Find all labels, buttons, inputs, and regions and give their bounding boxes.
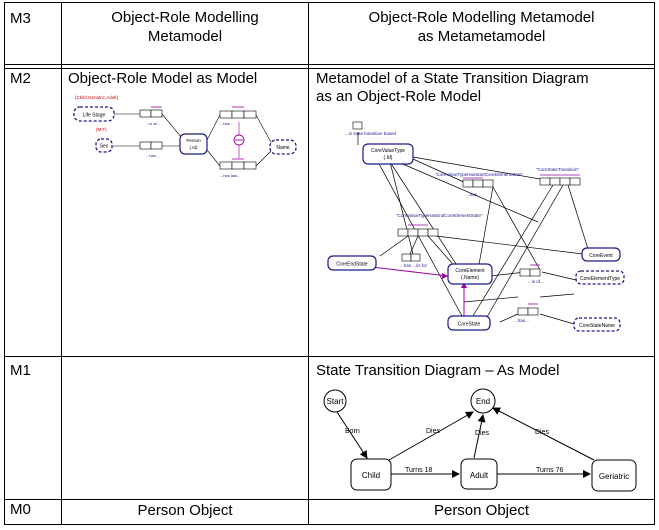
child-label: Child <box>362 471 380 480</box>
core-element-entity: CoreElement (.Name) <box>447 263 493 285</box>
m3-right-header: Object-Role Modelling Metamodel as Metam… <box>309 8 654 46</box>
m0-right: Person Object <box>433 502 530 519</box>
core-element-type-entity: CoreElementType <box>575 270 625 285</box>
role-has2: ...has... <box>220 121 233 126</box>
core-state-label: CoreState <box>458 322 481 328</box>
role-has-last: ...has last... <box>220 173 240 178</box>
sex-label: Sex <box>100 144 109 150</box>
start-state-fact <box>462 177 494 188</box>
start-state-node: Start <box>323 389 347 413</box>
m3-left-line1: Object-Role Modelling <box>111 9 259 26</box>
m3-left-header: Object-Role Modelling Metamodel <box>62 8 308 46</box>
core-state-name-entity: CoreStateName <box>573 317 621 332</box>
role-has: ...has... <box>146 153 159 158</box>
turns18-label: Turns 18 <box>405 467 432 474</box>
core-state-name-label: CoreStateName <box>579 323 615 329</box>
m3-right-line1: Object-Role Modelling Metamodel <box>368 9 595 26</box>
level-m2: M2 <box>10 70 31 87</box>
dies-label-geriatric: Dies <box>535 429 550 436</box>
orm-model-diagram: {Child,Geriatric,Adult} {M,F} Life Stage… <box>73 95 297 178</box>
core-end-state-label: CoreEndState <box>336 262 368 268</box>
core-element-ref: (.Name) <box>461 275 479 281</box>
m2-right-title-line2: as an Object-Role Model <box>316 88 482 105</box>
core-state-transition-fact <box>539 174 581 186</box>
is-of-label: ...is of... <box>528 279 544 284</box>
end-state-node: End <box>470 388 496 414</box>
person-label: Person <box>186 138 201 143</box>
life-stage-entity: Life Stage <box>73 106 115 122</box>
sex-entity: Sex <box>95 138 113 153</box>
life-values-label: {Child,Geriatric,Adult} <box>75 95 119 100</box>
adult-label: Adult <box>470 471 489 480</box>
end-label: End <box>476 397 490 406</box>
person-entity: Person (.Id) <box>179 133 208 155</box>
child-state-node: Child <box>350 458 392 491</box>
m0-left: Person Object <box>137 502 233 519</box>
has-fact-label: ...has... <box>466 192 481 197</box>
start-label: Start <box>327 397 345 406</box>
fact-has-sex <box>139 141 163 150</box>
dies-label-adult: Dies <box>475 430 490 437</box>
core-value-type-label: CoreValueType <box>371 148 405 154</box>
core-value-type-entity: CoreValueType (.Id) <box>362 143 414 165</box>
has-is-for-fact <box>401 253 421 262</box>
m3-left-line2: Metamodel <box>147 28 223 45</box>
geriatric-label: Geriatric <box>599 472 629 481</box>
start-state-fact-label: "CoreValueTypeHasStartCoreElementState" <box>435 172 524 177</box>
adult-state-node: Adult <box>460 458 498 490</box>
geriatric-state-node: Geriatric <box>591 459 637 492</box>
fact-has-name <box>219 106 257 119</box>
dies-label-child: Dies <box>426 428 441 435</box>
level-m3: M3 <box>10 10 31 27</box>
has-state-name-fact <box>517 303 539 316</box>
life-stage-label: Life Stage <box>83 113 106 119</box>
role-is-at: ...is at... <box>146 121 160 126</box>
person-ref: (.Id) <box>189 145 198 150</box>
state-transition-diagram: Start End Child Adult Geriatric Born Die… <box>323 388 637 492</box>
core-event-entity: CoreEvent <box>581 247 621 262</box>
sex-values-label: {M,F} <box>96 127 107 132</box>
core-element-label: CoreElement <box>455 268 485 274</box>
born-label: Born <box>345 428 360 435</box>
core-end-state-entity: CoreEndState <box>327 255 377 271</box>
state-transition-metamodel-diagram: ...is state transition based CoreValueTy… <box>327 121 625 332</box>
has-is-for-label: ...has .../is for <box>400 263 428 268</box>
name-entity: Name <box>269 139 297 155</box>
m2-right-title-line1: Metamodel of a State Transition Diagram <box>316 70 589 87</box>
m2-right-title: Metamodel of a State Transition Diagram … <box>316 70 654 106</box>
core-event-label: CoreEvent <box>589 253 613 259</box>
fact-is-at <box>139 106 163 118</box>
name-label: Name <box>276 145 290 151</box>
end-state-fact-label: "CoreValueTypeHasEndCoreElementState" <box>396 213 483 218</box>
core-value-type-ref: (.Id) <box>384 155 393 161</box>
turns76-label: Turns 76 <box>536 467 563 474</box>
fact-has-last <box>219 158 257 170</box>
m3-right-line2: as Metametamodel <box>417 28 546 45</box>
level-m1: M1 <box>10 362 31 379</box>
is-state-transition-based-label: ...is state transition based <box>345 131 397 136</box>
core-state-entity: CoreState <box>447 315 491 331</box>
exclusion-constraint-icon <box>233 134 245 146</box>
core-state-transition-label: "CoreStateTransition" <box>536 167 579 172</box>
is-of-fact <box>519 264 541 277</box>
level-m0: M0 <box>10 501 31 518</box>
end-state-fact <box>397 224 439 237</box>
has2-label: ...has... <box>514 318 529 323</box>
core-element-type-label: CoreElementType <box>580 276 620 282</box>
m1-title: State Transition Diagram – As Model <box>316 362 560 379</box>
unary-fact-box <box>352 121 363 130</box>
m2-left-title: Object-Role Model as Model <box>68 70 258 87</box>
